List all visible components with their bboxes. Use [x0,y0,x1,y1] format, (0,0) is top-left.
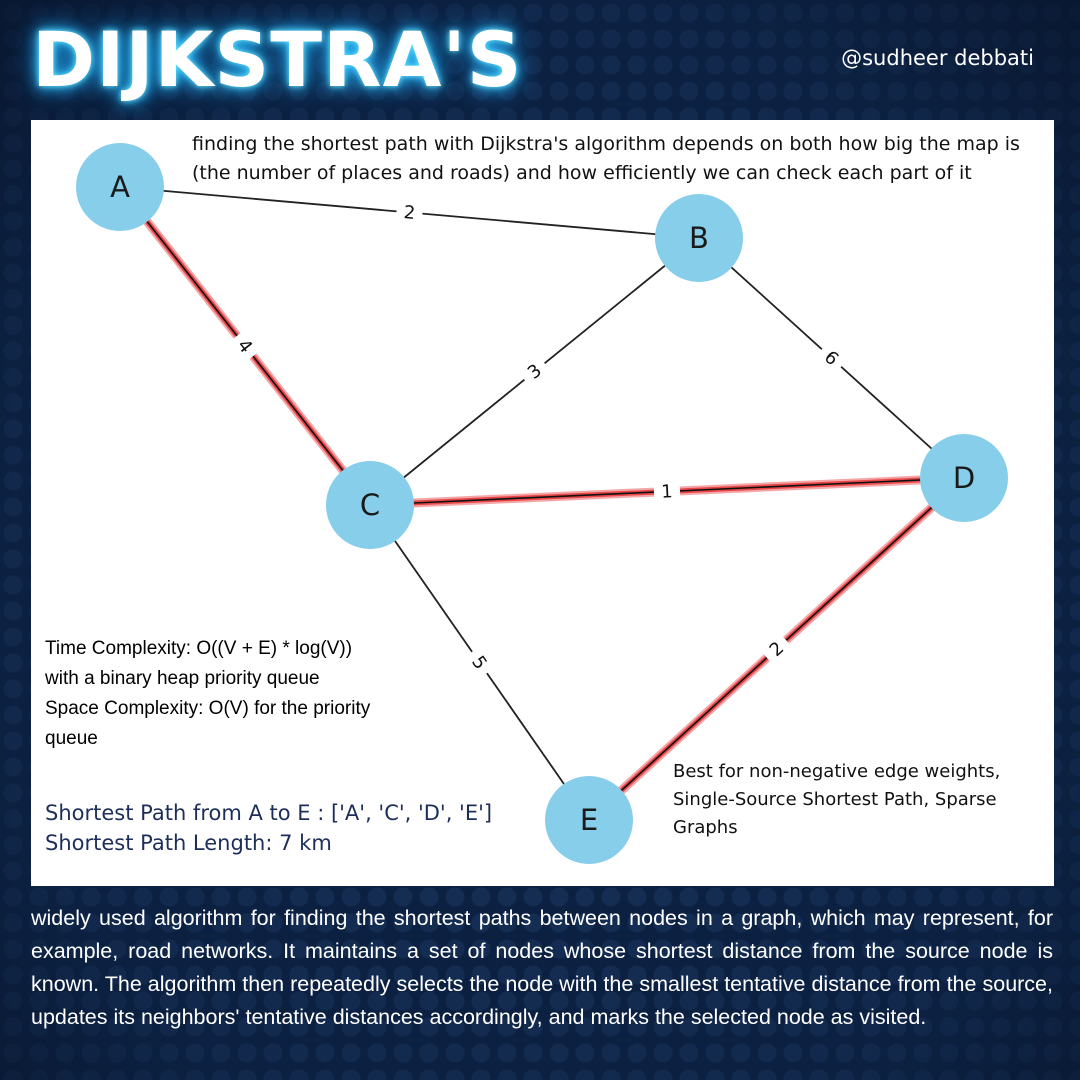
description-text: widely used algorithm for finding the sh… [31,906,1053,1029]
svg-text:A: A [110,170,130,204]
shortest-path-result: Shortest Path from A to E : ['A', 'C', '… [45,798,492,858]
edge-b-d-weight: 6 [813,340,850,376]
edge-a-b-weight: 2 [395,199,424,226]
node-e: E [545,776,633,864]
svg-text:D: D [953,461,975,495]
node-d: D [920,434,1008,522]
author-handle: @sudheer debbati [841,46,1034,70]
edge-b-c-weight: 3 [516,353,553,390]
edge-a-c-weight: 4 [227,328,263,364]
time-complexity-note: with a binary heap priority queue [45,668,320,689]
space-complexity-line: Space Complexity: O(V) for the priority [45,698,371,719]
svg-text:2: 2 [403,202,416,224]
svg-text:C: C [360,488,380,522]
best-for-text: Best for non-negative edge weights, Sing… [673,761,1001,838]
complexity-block: Time Complexity: O((V + E) * log(V)) wit… [45,634,419,754]
svg-text:1: 1 [661,481,673,502]
graph-diagram: 2 4 3 6 1 5 2 A B C D E [76,143,1008,864]
space-complexity-note: queue [45,728,98,749]
svg-text:E: E [580,803,598,837]
edge-c-d-weight: 1 [653,478,681,505]
node-c: C [326,461,414,549]
edge-d-e-weight: 2 [758,631,795,667]
node-b: B [655,194,743,282]
edge-c-e-weight: 5 [462,644,497,681]
graph-panel: 2 4 3 6 1 5 2 A B C D E finding the shortest path … [31,120,1054,886]
svg-text:B: B [689,221,709,255]
time-complexity-line: Time Complexity: O((V + E) * log(V)) [45,638,353,659]
shortest-path-line: Shortest Path from A to E : ['A', 'C', '… [45,801,493,825]
page-title: DIJKSTRA'S [32,15,523,104]
shortest-path-length: Shortest Path Length: 7 km [45,831,332,855]
edge-labels-layer: 2 4 3 6 1 5 2 [227,199,850,681]
nodes-layer: A B C D E [76,143,1008,864]
intro-text: finding the shortest path with Dijkstra'… [192,133,1020,184]
node-a: A [76,143,164,231]
